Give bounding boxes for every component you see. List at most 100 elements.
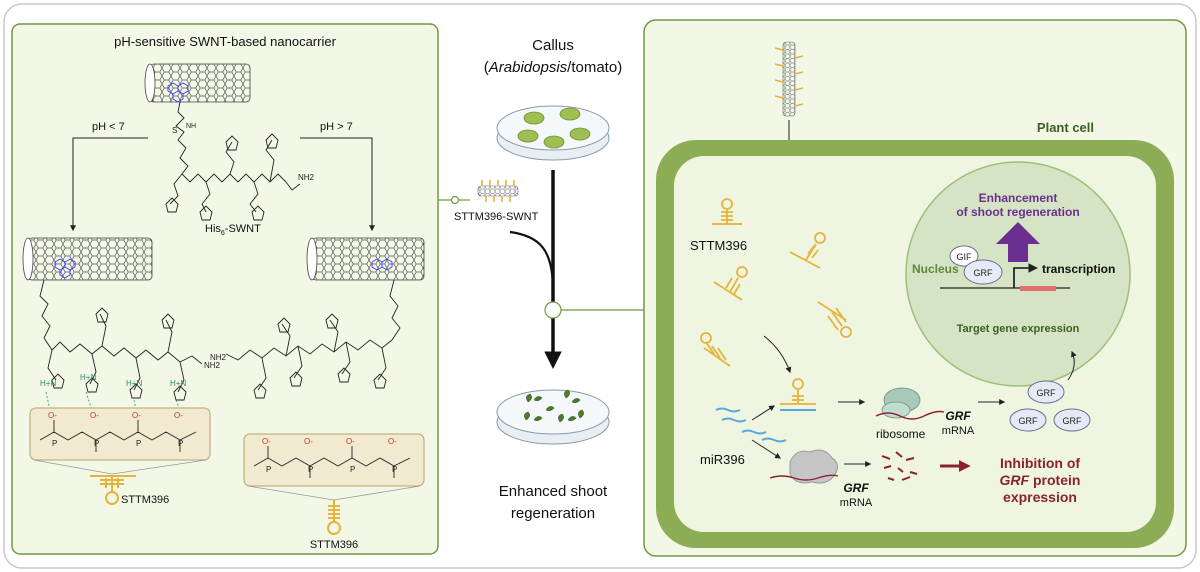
gene-bar [1020,286,1056,291]
entering-nanocarrier [774,41,804,117]
nucleus [905,161,1131,387]
mir-to-cleavage-arrow [751,439,782,459]
transcription-arrow [1013,263,1038,288]
atom-nh2-left: NH2 [204,361,221,370]
cell-title: Plant cell [1037,120,1094,135]
grf-protein-1 [1027,380,1065,404]
mrna-translating [875,410,945,420]
ph-high-label: pH > 7 [320,121,353,133]
transcription-label: transcription [1042,262,1115,276]
atom-o-minus-r2: O- [304,437,313,446]
enhancement-line2: of shoot regeneration [956,205,1079,219]
sttm-label-right: STTM396 [310,539,358,551]
mrna-cleaved [769,474,839,481]
sttm-swnt-label: STTM396-SWNT [454,211,539,223]
callus-dish [496,105,610,161]
grf-protein-label-1: GRF [1037,388,1057,398]
connector-right-dot [544,301,562,319]
sttm-hairpin-right [327,500,341,535]
merge-curve [509,230,555,291]
grf-mrna-label: mRNA [942,425,975,437]
mir396-strands [715,407,787,443]
left-phosphate-box [29,407,211,461]
gif-label: GIF [957,252,973,262]
ph-low-label: pH < 7 [92,121,125,133]
left-bracket [33,459,207,475]
hbond-lines-left [45,391,181,411]
atom-nh2-top: NH2 [298,173,315,182]
top-nanotube [144,63,251,103]
atom-p-r2: P [308,465,313,474]
nucleus-label: Nucleus [912,262,959,276]
atom-o-minus-r1: O- [262,437,271,446]
his6-molecule [165,101,301,221]
atom-o-minus-l2: O- [90,411,99,420]
right-panel: Plant cell Enhancement of shoot regenera… [643,19,1187,557]
right-peptide [225,279,401,399]
protein-to-nucleus-arrow [1067,350,1077,381]
grf-protein-label-3: GRF [1063,416,1083,426]
atom-nh2-right: NH2 [210,353,227,362]
enhancement-arrow [996,222,1040,262]
atom-hn-left-4: H+N [170,379,186,388]
atom-p-l3: P [136,439,141,448]
inhibition-line3: expression [1003,489,1077,505]
left-peptide [39,279,203,401]
middle-section: Callus (Arabidopsis/tomato) STTM396-SWNT [438,37,644,522]
enhancement-line1: Enhancement [979,191,1058,205]
connector-left-dot [450,195,460,205]
atom-p-l2: P [94,439,99,448]
result-line2: regeneration [511,505,595,522]
ph-high-arrow [300,137,375,232]
grf-protein-nucleus [963,259,1003,285]
left-panel-title: pH-sensitive SWNT-based nanocarrier [114,34,336,49]
sttm-swnt-icon [477,180,519,202]
atom-p-l4: P [178,439,183,448]
atom-o-minus-l4: O- [174,411,183,420]
left-panel: pH-sensitive SWNT-based nanocarrier NH2 … [11,23,439,555]
degraded-fragments [881,451,918,481]
right-phosphate-box [243,433,425,487]
sttm-to-complex-arrow [763,335,792,374]
grf-mrna-italic-2: GRF [843,481,869,495]
inhibition-line1: Inhibition of [1000,455,1080,471]
atom-p-r1: P [266,465,271,474]
ribosome [881,387,921,419]
atom-p-r4: P [392,465,397,474]
atom-o-minus-l3: O- [132,411,141,420]
atom-p-l1: P [52,439,57,448]
right-nanotube [306,237,425,281]
left-nanotube [22,237,153,281]
target-gene-label: Target gene expression [957,323,1080,335]
atom-p-r3: P [350,465,355,474]
atom-o-minus-r4: O- [388,437,397,446]
cytoplasm-sttm [700,198,852,405]
result-line1: Enhanced shoot [499,483,608,500]
ribosome-label: ribosome [876,427,926,441]
grf-label-nucleus: GRF [974,268,994,278]
atom-o-minus-r3: O- [346,437,355,446]
atom-hn-left-3: H+N [126,379,142,388]
mir396-label: miR396 [700,452,745,467]
ph-low-arrow [70,137,148,232]
grf-mrna-italic: GRF [945,409,971,423]
grf-protein-3 [1053,408,1091,432]
grf-protein-label-2: GRF [1019,416,1039,426]
sttm-label-left: STTM396 [121,494,169,506]
shoot-dish [496,389,610,445]
risc-complex [789,449,838,484]
callus-line1: Callus [532,37,574,54]
sttm-label-cell: STTM396 [690,238,747,253]
grf-protein-2 [1009,408,1047,432]
grf-mrna-label-2: mRNA [840,497,873,509]
mir-to-complex-arrow [751,405,776,421]
atom-hn-left-1: H+N [40,379,56,388]
atom-s-top: S [172,126,177,135]
his6-label: His6-SWNT [205,223,261,237]
atom-hn-left-2: H+N [80,373,96,382]
sttm-hairpin-left [90,475,136,505]
inhibition-line2: GRF protein [1000,472,1081,488]
gif-protein [949,245,979,267]
